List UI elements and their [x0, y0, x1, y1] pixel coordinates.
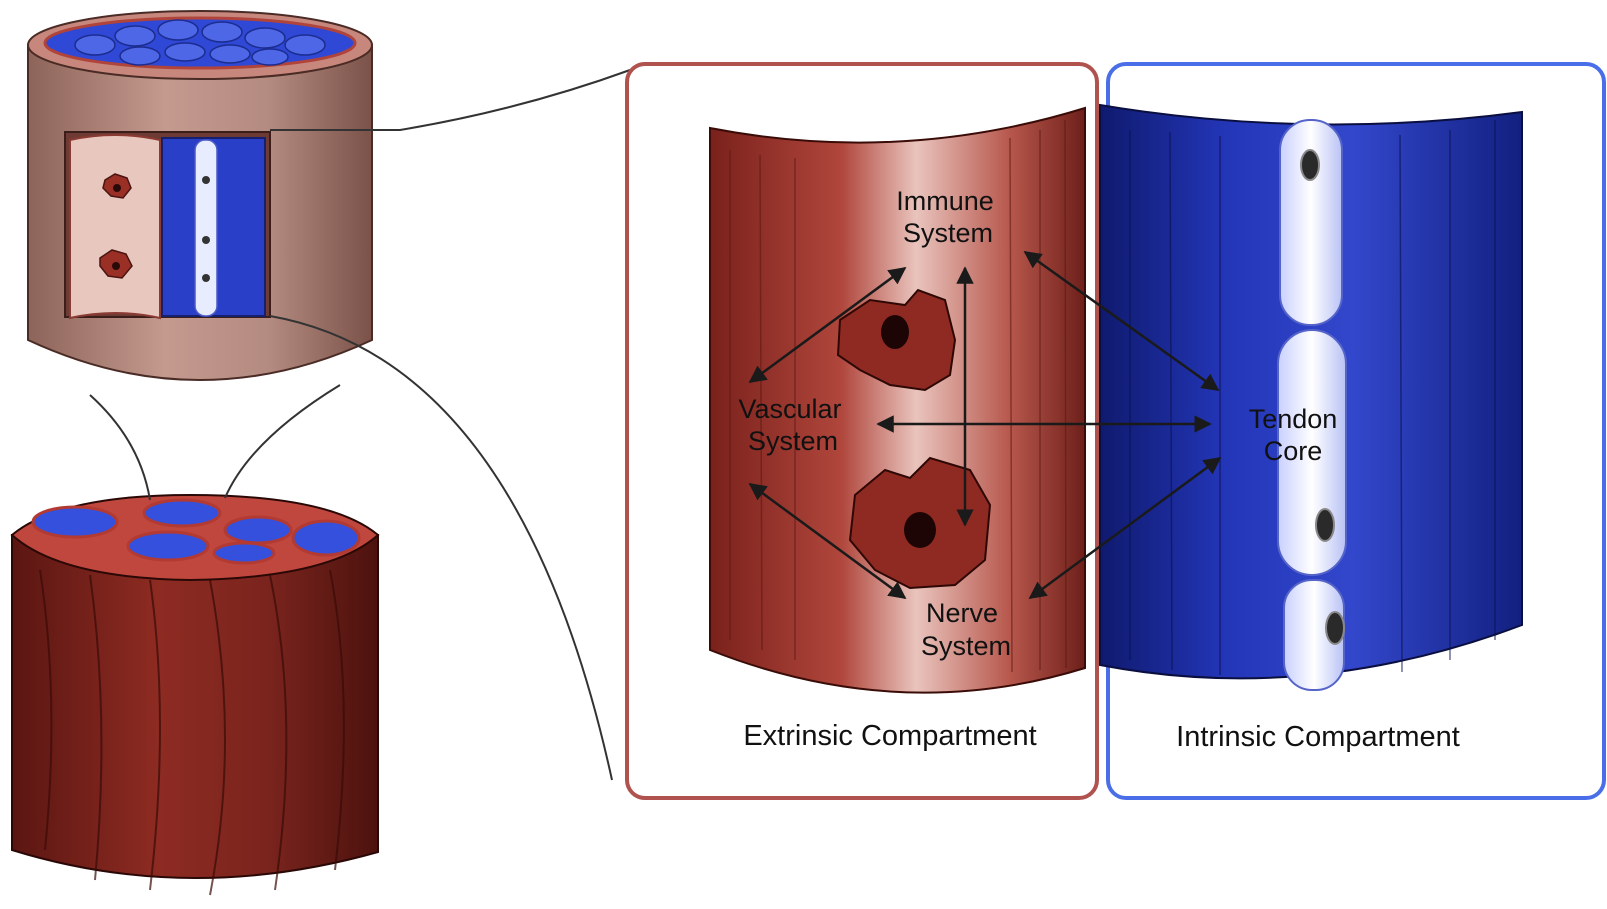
tendon-label-line-2: Core — [1264, 436, 1323, 466]
vascular-label-line-2: System — [748, 426, 838, 456]
immune-label-line-2: System — [903, 218, 993, 248]
vascular-label-line-1: Vascular — [738, 394, 841, 424]
nerve-label-line-1: Nerve — [926, 598, 998, 628]
extrinsic-compartment-caption: Extrinsic Compartment — [743, 720, 1036, 752]
tendon-label-line-1: Tendon — [1249, 404, 1338, 434]
nerve-label-line-2: System — [921, 631, 1011, 661]
fascicle-cylinder-illustration — [28, 11, 372, 380]
immune-label-line-1: Immune — [896, 186, 994, 216]
intrinsic-compartment-caption: Intrinsic Compartment — [1176, 721, 1460, 753]
whole-tendon-illustration — [12, 495, 378, 895]
